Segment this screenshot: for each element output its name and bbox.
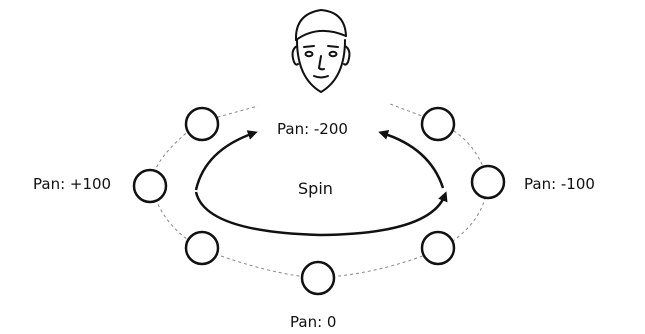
spin-label: Spin (298, 179, 333, 198)
pan-label-top: Pan: -200 (277, 120, 348, 138)
speaker-circle-icon (184, 106, 220, 142)
face-icon (291, 9, 351, 93)
speaker-circle-icon (420, 106, 456, 142)
spin-arrow-upper-right (378, 130, 445, 189)
spin-arrow-lower (194, 191, 448, 237)
speaker-circle-icon (300, 260, 336, 296)
speaker-circle-icon (420, 230, 456, 266)
speaker-ring-top-left (199, 105, 259, 123)
speaker-circle-icon (184, 230, 220, 266)
speaker-circle-icon (132, 168, 168, 204)
speaker-circle-icon (470, 164, 506, 200)
spin-arrow-upper-left (194, 130, 258, 191)
pan-label-bottom: Pan: 0 (290, 313, 337, 331)
pan-label-right: Pan: -100 (524, 175, 595, 193)
pan-label-left: Pan: +100 (33, 175, 112, 193)
